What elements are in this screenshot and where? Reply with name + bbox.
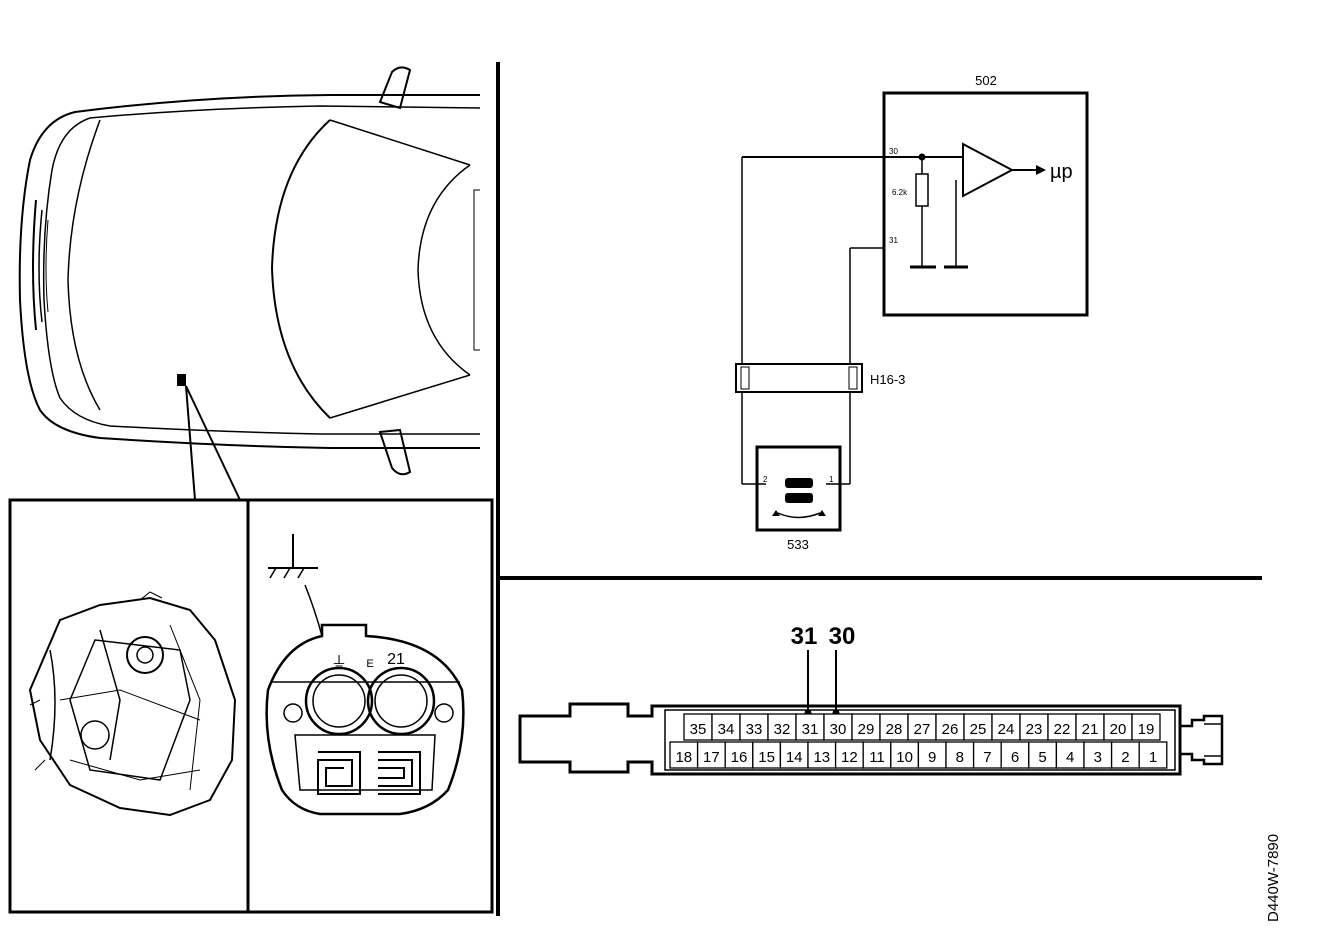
- car-top-view: [18, 66, 481, 501]
- pin-cell: [963, 713, 993, 741]
- pin-cell: [935, 713, 965, 741]
- pin-number: 11: [869, 749, 885, 766]
- sensor-label: 533: [787, 537, 809, 552]
- pin-number: 7: [983, 749, 991, 766]
- pin-cell: [779, 741, 809, 769]
- pin-cell: [879, 713, 909, 741]
- pin-cell: [907, 713, 937, 741]
- highlight-pin-31: 31: [791, 623, 818, 650]
- pin-number: 17: [703, 749, 720, 766]
- pin-number: 14: [786, 749, 803, 766]
- pin-number: 3: [1094, 749, 1102, 766]
- pin-cell: [834, 741, 864, 769]
- pin-number: 1: [1149, 749, 1157, 766]
- reference-code: D440W-7890: [1265, 834, 1282, 922]
- sensor-pin-right: 1: [829, 475, 834, 484]
- output-label: µp: [1050, 161, 1073, 183]
- connector-top-row: 35 34 33 32 31 30 29 28 27 26 25 24 23 22 21 20 19: [683, 713, 1161, 741]
- sensor-pin-left: 2: [763, 475, 768, 484]
- connector-h16-3: [735, 363, 863, 393]
- pin-cell: [1047, 713, 1077, 741]
- pin-label-e: E: [366, 658, 373, 670]
- pin-cell: [1138, 741, 1168, 769]
- detail-panels: [8, 498, 494, 914]
- pin-number: 28: [886, 721, 903, 738]
- pin-number: 26: [942, 721, 959, 738]
- pin-number: 13: [813, 749, 830, 766]
- pin-number: 32: [774, 721, 791, 738]
- pin-number: 9: [928, 749, 936, 766]
- pin-cell: [1083, 741, 1113, 769]
- pin-cell: [752, 741, 782, 769]
- pin-number: 4: [1066, 749, 1074, 766]
- pin-cell: [683, 713, 713, 741]
- pin-number: 27: [914, 721, 931, 738]
- connector-bottom-row: 18 17 16 15 14 13 12 11 10 9 8 7 6 5 4 3 2 1: [669, 741, 1168, 769]
- pin-number: 16: [731, 749, 748, 766]
- panel-dividers: [496, 62, 1262, 916]
- sensor-connector-closeup: ⏚ E 21: [265, 534, 465, 816]
- pin-cell: [767, 713, 797, 741]
- resistor-value: 6.2k: [892, 188, 908, 197]
- pin-number: 24: [998, 721, 1015, 738]
- pin-number: 6: [1011, 749, 1019, 766]
- pin-number: 5: [1038, 749, 1046, 766]
- amplifier-symbol: [962, 142, 1015, 198]
- pin-number: 34: [718, 721, 735, 738]
- pin-cell: [1075, 713, 1105, 741]
- pin-number: 23: [1026, 721, 1043, 738]
- wiring-schematic: 502 30 31 6.2k µp H16-3: [735, 73, 1089, 552]
- pin-number: 33: [746, 721, 763, 738]
- pin-number: 35: [690, 721, 707, 738]
- pin-number: 25: [970, 721, 987, 738]
- pin-cell: [711, 713, 741, 741]
- pin-number: 2: [1121, 749, 1129, 766]
- pin-cell: [1131, 713, 1161, 741]
- pin-cell: [1028, 741, 1058, 769]
- pin-cell: [696, 741, 726, 769]
- pin-number: 29: [858, 721, 875, 738]
- sensor-533-box: [755, 445, 842, 532]
- ground-pin-symbol: ⏚: [331, 654, 347, 672]
- pin-30-label: 30: [889, 147, 898, 156]
- pin-cell: [669, 741, 699, 769]
- pin-cell: [890, 741, 920, 769]
- gearbox-illustration: [28, 591, 237, 817]
- pin-31-label: 31: [889, 236, 898, 245]
- pin-number: 12: [841, 749, 858, 766]
- pin-number: 30: [830, 721, 847, 738]
- pin-number: 22: [1054, 721, 1071, 738]
- sensor-location-marker: [177, 374, 186, 386]
- pin-number: 19: [1138, 721, 1155, 738]
- pin-cell: [851, 713, 881, 741]
- pin-number: 8: [956, 749, 964, 766]
- pin-cell: [1103, 713, 1133, 741]
- pin-cell: [862, 741, 892, 769]
- pin-label-21: 21: [387, 651, 405, 668]
- pin-number: 21: [1082, 721, 1099, 738]
- pin-cell: [1055, 741, 1085, 769]
- resistor: [915, 173, 929, 207]
- highlight-pin-30: 30: [829, 623, 856, 650]
- pin-cell: [1000, 741, 1030, 769]
- module-label: 502: [975, 73, 997, 88]
- pin-cell: [823, 713, 853, 741]
- connector-label: H16-3: [870, 372, 905, 387]
- module-502-box: [882, 91, 1089, 317]
- pin-number: 20: [1110, 721, 1127, 738]
- pin-number: 10: [896, 749, 913, 766]
- pin-number: 18: [675, 749, 692, 766]
- pin-number: 31: [802, 721, 819, 738]
- pin-cell: [991, 713, 1021, 741]
- pin-cell: [1110, 741, 1140, 769]
- pin-number: 15: [758, 749, 775, 766]
